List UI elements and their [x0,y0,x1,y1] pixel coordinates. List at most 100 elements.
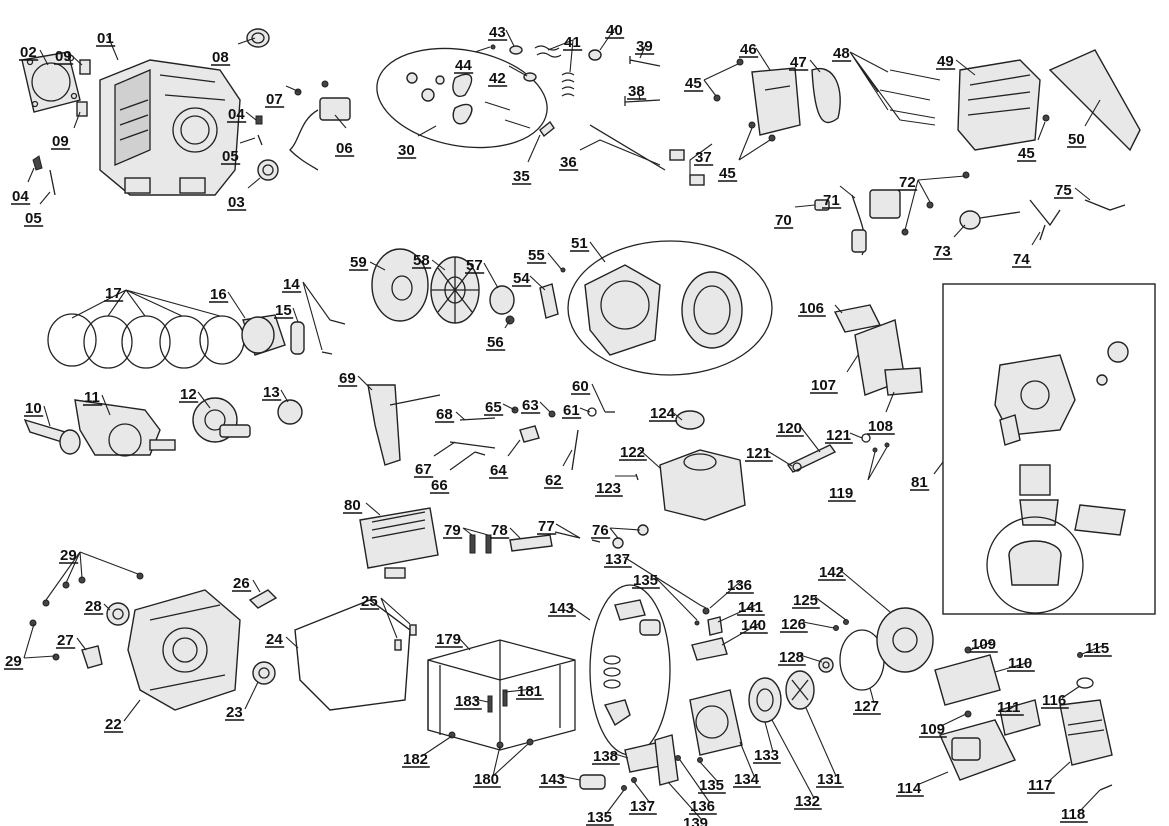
callout-label-111: 111 [997,699,1020,716]
callout-label-128: 128 [779,649,804,666]
callout-label-60: 60 [572,378,589,395]
callout-label-36: 36 [560,154,577,171]
bolts-181 [487,689,508,713]
retainer-43 [509,45,523,55]
valve-38 [624,96,661,106]
callout-label-135b: 135 [699,777,724,794]
callout-label-78: 78 [491,522,508,539]
callout-label-126: 126 [781,616,806,633]
rocker-parts [406,72,531,129]
callout-label-109b: 109 [920,721,945,738]
dipstick-27 [81,645,103,669]
callout-label-46: 46 [740,41,757,58]
clamp-121a [861,433,871,443]
callout-label-139: 139 [683,815,708,826]
gasket-24 [294,599,411,711]
callout-label-108: 108 [868,418,893,435]
callout-label-116: 116 [1042,692,1066,709]
callout-label-181: 181 [517,683,542,700]
callout-label-106: 106 [799,300,824,317]
nut-76a [612,537,624,549]
bolt-126 [833,625,839,631]
callout-label-81: 81 [911,474,928,491]
callout-label-137a: 137 [605,551,630,568]
pin-119b [884,442,890,448]
callout-label-138: 138 [593,748,618,765]
callout-label-143a: 143 [549,600,574,617]
fan-cover-group-51 [567,240,773,376]
leader-lines [23,27,1103,821]
callout-label-75: 75 [1055,182,1072,199]
oil-cap-26 [248,589,278,609]
callout-label-123: 123 [596,480,621,497]
callout-label-54: 54 [513,270,530,287]
bolt-125 [843,619,849,625]
bolts-29b [29,619,60,661]
callout-label-70: 70 [775,212,792,229]
pin-119a [872,447,878,453]
callout-label-136: 136 [727,577,752,594]
callout-label-183: 183 [455,693,480,710]
spring-66 [474,451,486,456]
callout-label-47: 47 [790,54,807,71]
callout-label-16: 16 [210,286,227,303]
callout-label-05b: 05 [25,210,42,227]
callout-label-65: 65 [485,399,502,416]
pin-05b [49,169,56,196]
seal-42 [523,72,537,82]
pin-118 [1099,784,1113,791]
callout-label-135c: 135 [587,809,612,826]
callout-label-63: 63 [522,397,539,414]
callout-label-117: 117 [1028,777,1052,794]
starter-cup-57 [489,285,515,315]
callout-label-71: 71 [823,192,840,209]
callout-label-137b: 137 [630,798,655,815]
callout-label-124: 124 [650,405,676,422]
fuel-filter-117 [1059,699,1113,766]
callout-label-24: 24 [266,631,283,648]
callout-label-79: 79 [444,522,461,539]
oil-seal-23 [252,661,276,685]
bolt-135c [621,785,627,791]
callout-label-25: 25 [361,593,378,610]
bolt-123 [635,473,639,481]
callout-label-15: 15 [275,302,292,319]
callout-label-41: 41 [564,34,581,51]
oil-sensor-06 [289,80,351,171]
callout-label-50: 50 [1068,131,1085,148]
callout-label-77: 77 [538,518,555,535]
valve-39 [629,56,661,67]
camshaft-12 [192,397,251,443]
spring-67 [449,441,496,449]
bolt-72c [962,171,970,179]
lever-75 [1084,199,1126,211]
callout-label-04b: 04 [12,188,29,205]
valve-cover-46 [751,67,801,136]
dowels-25 [394,624,417,651]
oil-seal-28 [106,602,130,626]
callout-label-08: 08 [212,49,229,66]
bolt-04b [32,155,43,171]
callout-label-22: 22 [105,716,122,733]
crankshaft-11 [74,399,176,457]
bracket-50 [1048,49,1141,152]
callout-label-29a: 29 [60,547,77,564]
pin-44 [490,44,496,50]
gasket-140 [691,637,728,661]
clips-14 [321,319,346,355]
callout-label-44: 44 [455,57,472,74]
valve-springs-41 [534,45,575,97]
callout-label-107: 107 [811,377,836,394]
plate-35 [539,120,555,138]
callout-label-39: 39 [636,38,653,55]
flywheel-59 [371,248,429,322]
callout-label-141: 141 [738,599,763,616]
callout-label-26: 26 [233,575,250,592]
muffler-80 [359,507,439,579]
callout-label-122: 122 [620,444,645,461]
callout-label-140: 140 [741,617,766,634]
bolt-45c [1042,114,1050,122]
inlet-fitting [603,599,661,727]
